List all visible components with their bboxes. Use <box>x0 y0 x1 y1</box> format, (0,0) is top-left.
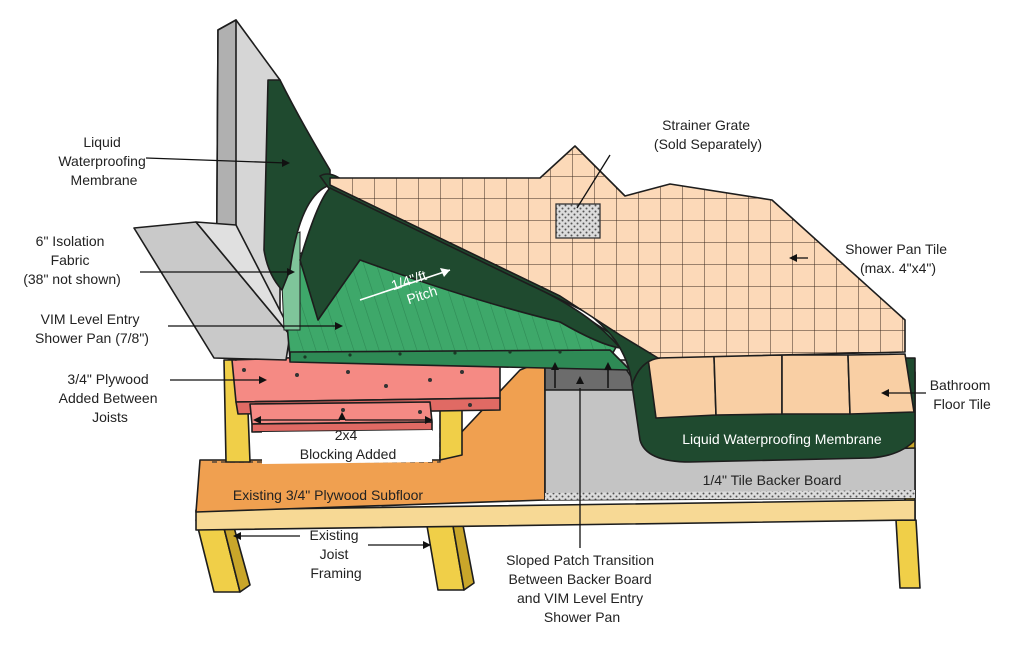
joist-bay-opening <box>262 430 432 464</box>
label-existing-joist: Existing Joist Framing <box>310 527 363 581</box>
label-added-plywood: 3/4" Plywood Added Between Joists <box>59 371 162 425</box>
shower-pan-tile <box>329 145 906 359</box>
leader-lines <box>140 154 808 549</box>
label-bathroom-floor-tile: Bathroom Floor Tile <box>930 377 995 412</box>
bathroom-floor-tile <box>647 353 915 419</box>
patch-arrows <box>551 362 612 388</box>
labels: Liquid Waterproofing Membrane 6" Isolati… <box>23 117 995 625</box>
label-strainer-grate: Strainer Grate (Sold Separately) <box>654 117 762 152</box>
subfloor-edge <box>195 499 916 531</box>
label-tile-backer-board: 1/4" Tile Backer Board <box>703 472 842 488</box>
strainer-grate <box>555 203 601 239</box>
pitch-arrow <box>359 268 451 301</box>
label-vim-level-entry: VIM Level Entry Shower Pan (7/8") <box>35 311 149 346</box>
wall <box>133 19 291 361</box>
vim-shower-pan <box>281 239 631 371</box>
leader-floor-tile-arrow <box>881 389 889 397</box>
label-blocking: 2x4 Blocking Added <box>300 427 397 462</box>
label-existing-subfloor: Existing 3/4" Plywood Subfloor <box>233 487 424 503</box>
label-isolation-fabric: 6" Isolation Fabric (38" not shown) <box>23 233 121 287</box>
label-floor-membrane: Liquid Waterproofing Membrane <box>682 431 882 447</box>
label-sloped-patch: Sloped Patch Transition Between Backer B… <box>506 552 658 625</box>
label-wall-membrane: Liquid Waterproofing Membrane <box>58 134 149 188</box>
label-shower-pan-tile: Shower Pan Tile (max. 4"x4") <box>845 241 951 276</box>
